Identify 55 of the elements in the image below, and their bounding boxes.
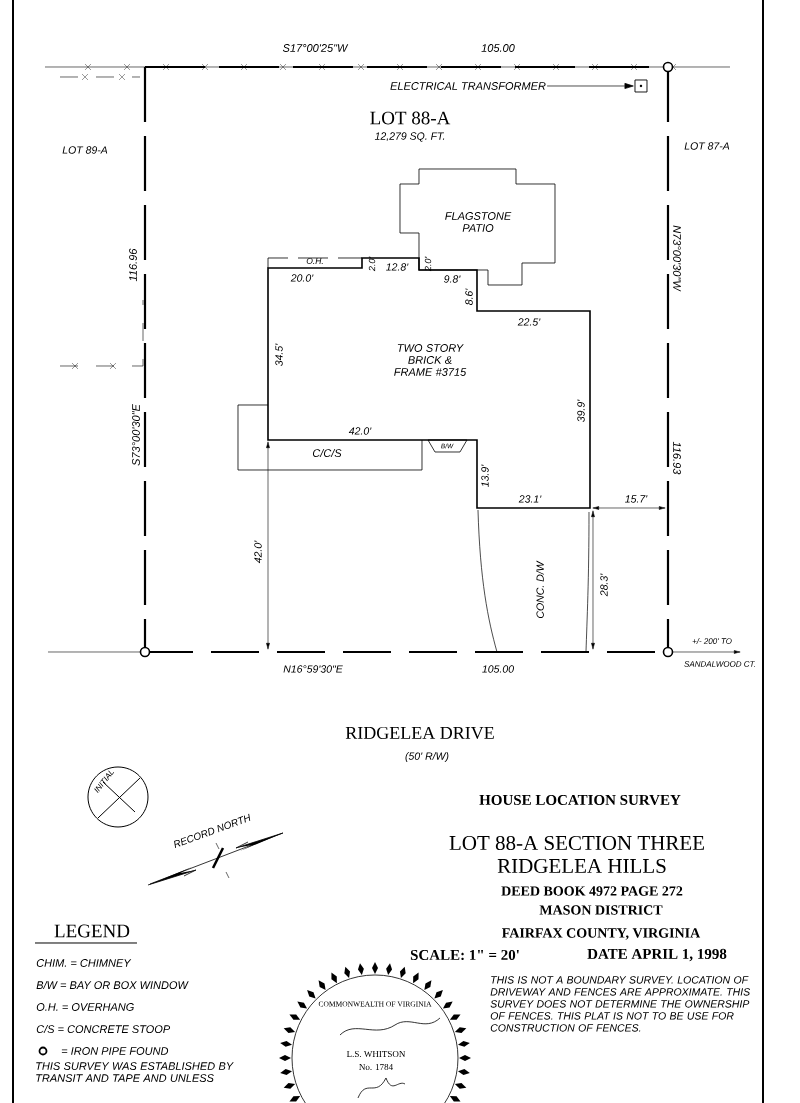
abbreviation-label: O.H. — [306, 258, 323, 264]
dimension-label: 28.3' — [600, 573, 608, 597]
distance-label: 105.00 — [482, 665, 514, 673]
right-of-way-label: (50' R/W) — [405, 752, 449, 762]
title-block-line: RIDGELEA HILLS — [497, 858, 666, 874]
title-block-line: FAIRFAX COUNTY, VIRGINIA — [502, 928, 701, 940]
bearing-label: N16°59'30"E — [283, 665, 343, 673]
area-label: 12,279 SQ. FT. — [374, 132, 445, 142]
bearing-label: S17°00'25"W — [282, 44, 349, 52]
legend-entry: B/W = BAY OR BOX WINDOW — [36, 980, 189, 990]
survey-note: THIS IS NOT A BOUNDARY SURVEY. LOCATION OF DRIVEWAY AND FENCES ARE APPROXIMATE. THIS SURVEY DOES NOT DETERMINE THE OWNERSHIP OF FENCES. THIS PLAT IS NOT TO BE USE FOR CONSTRUCTION OF FENCES. — [490, 976, 750, 1032]
dimension-label: 2.0' — [424, 256, 432, 272]
date-label: DATE APRIL 1, 1998 — [587, 948, 727, 962]
dimension-label: 23.1' — [518, 495, 542, 503]
survey-note: THIS SURVEY WAS ESTABLISHED BY TRANSIT AND TAPE AND UNLESS — [36, 1062, 234, 1082]
direction-label: SANDALWOOD CT. — [684, 661, 755, 667]
title-block-line: DEED BOOK 4972 PAGE 272 — [501, 886, 683, 896]
dimension-label: 20.0' — [290, 274, 314, 282]
dimension-label: 42.0' — [254, 540, 262, 564]
street-label: RIDGELEA DRIVE — [345, 726, 494, 740]
dimension-label: 22.5' — [517, 318, 541, 326]
dimension-label: 15.7' — [625, 495, 648, 503]
legend-entry: O.H. = OVERHANG — [36, 1003, 134, 1011]
distance-label: 105.00 — [481, 44, 515, 52]
distance-label: 116.93 — [673, 441, 681, 475]
title-block-line: LOT 88-A SECTION THREE — [449, 835, 704, 851]
dimension-label: 2.0' — [368, 256, 376, 272]
seal-text: No. 1784 — [359, 1063, 393, 1071]
leader-arrow — [546, 83, 634, 89]
scale-label: SCALE: 1" = 20' — [410, 949, 519, 961]
title-block-heading: HOUSE LOCATION SURVEY — [479, 794, 681, 806]
title-block-line: MASON DISTRICT — [539, 905, 663, 915]
seal-text: L.S. WHITSON — [346, 1050, 406, 1058]
dimension-label: 13.9' — [481, 464, 489, 487]
stoop-label: C/C/S — [312, 448, 342, 458]
dimension-label: 9.8' — [444, 275, 461, 283]
dimension-label: 34.5' — [275, 343, 283, 366]
transformer-label: ELECTRICAL TRANSFORMER — [390, 82, 546, 90]
legend-heading: LEGEND — [54, 924, 130, 938]
lot-label: LOT 87-A — [684, 142, 730, 150]
lot-label: LOT 89-A — [62, 146, 108, 154]
legend-entry: = IRON PIPE FOUND — [61, 1047, 169, 1055]
legend-entry: CHIM. = CHIMNEY — [36, 959, 132, 967]
distance-label: 116.96 — [129, 248, 137, 282]
transformer-box — [634, 79, 648, 93]
lot-label: LOT 88-A — [370, 111, 451, 125]
legend-entry: C/S = CONCRETE STOOP — [36, 1024, 171, 1034]
bearing-label: S73°00'30"E — [132, 404, 140, 466]
direction-label: +/- 200' TO — [692, 638, 732, 644]
dimension-label: 42.0' — [348, 427, 372, 435]
dimension-label: 39.9' — [577, 399, 585, 422]
dimension-label: 8.6' — [465, 288, 473, 305]
bearing-label: N73°00'30"W — [673, 225, 681, 292]
driveway-label: CONC. D/W — [536, 560, 544, 618]
dimension-label: 12.8' — [386, 263, 409, 271]
